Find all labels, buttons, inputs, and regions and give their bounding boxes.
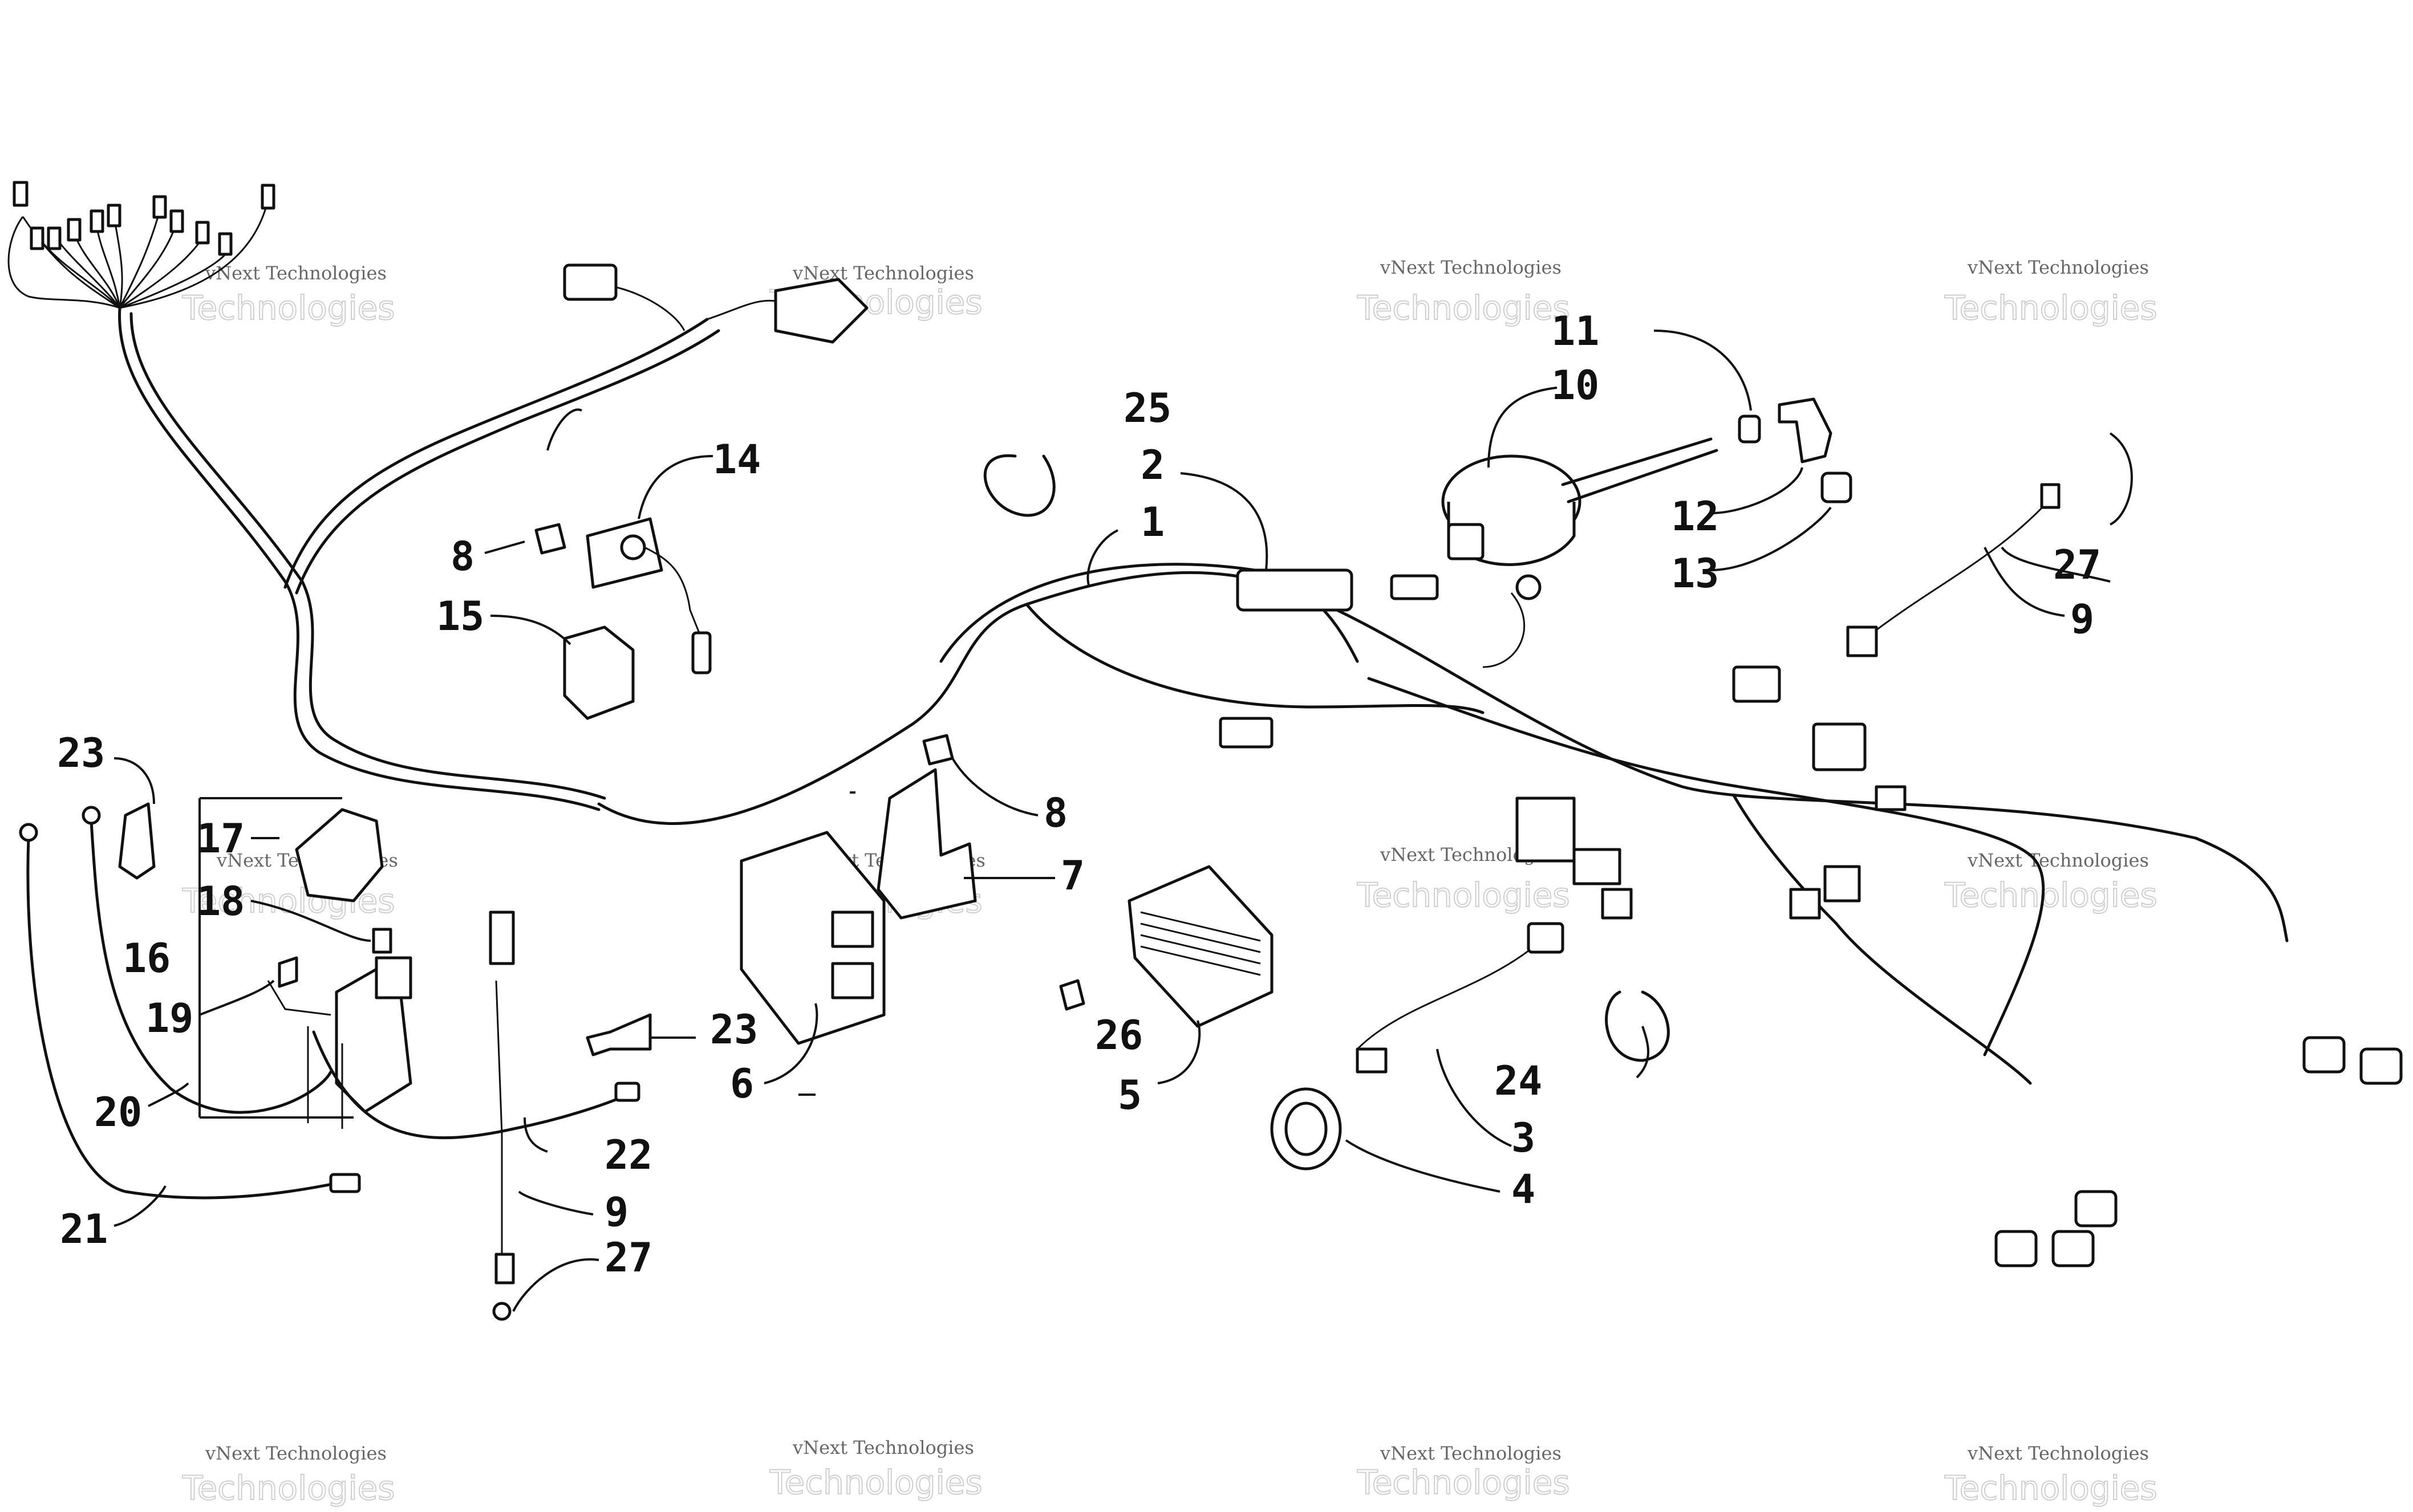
terminal-boot: [118, 802, 156, 880]
boot-seal: [1738, 414, 1761, 444]
starter-cable: [312, 1030, 629, 1139]
callout-5: 5: [1118, 1072, 1142, 1119]
callout-19: 19: [145, 995, 193, 1042]
sensor-lead: [495, 980, 503, 1254]
callout-11: 11: [1551, 308, 1599, 355]
svg-text:Technologies: Technologies: [182, 288, 395, 327]
callout-22: 22: [605, 1132, 652, 1178]
hose-clamp: [983, 454, 1056, 517]
callout-27-lower: 27: [605, 1234, 652, 1281]
callout-4: 4: [1511, 1166, 1535, 1213]
callout-27-right: 27: [2053, 542, 2101, 588]
connector-socket: [563, 625, 635, 720]
callout-6: 6: [730, 1060, 754, 1107]
svg-text:vNext Technologies: vNext Technologies: [205, 262, 387, 284]
harness-connector: [1236, 568, 1353, 612]
temperature-sensor: [586, 517, 712, 674]
callout-16: 16: [123, 935, 171, 982]
callout-23-mid: 23: [710, 1006, 758, 1053]
svg-text:vNext Technologies: vNext Technologies: [792, 262, 974, 284]
callout-7: 7: [1061, 852, 1085, 899]
svg-text:vNext Technologies: vNext Technologies: [1967, 1442, 2149, 1464]
svg-text:Technologies: Technologies: [1357, 288, 1570, 327]
watermark: vNext Technologies Technologies: [769, 1437, 983, 1502]
bolt: [534, 523, 566, 555]
callout-2: 2: [1141, 442, 1165, 489]
svg-text:vNext Technologies: vNext Technologies: [1967, 850, 2149, 871]
spark-plug-cap: [1778, 397, 1832, 464]
callout-1: 1: [1141, 499, 1165, 546]
terminal-fan: [7, 181, 275, 309]
watermark: vNext Technologies Technologies: [1944, 257, 2158, 328]
fuse: [372, 928, 392, 954]
svg-text:vNext Technologies: vNext Technologies: [1380, 1442, 1562, 1464]
callout-3: 3: [1511, 1115, 1535, 1161]
callout-9-lower: 9: [605, 1189, 628, 1235]
sensor-lead: [1864, 495, 2054, 640]
svg-text:Technologies: Technologies: [1357, 1463, 1570, 1502]
callout-18: 17: [197, 815, 245, 862]
callout-9-right: 9: [2070, 596, 2094, 643]
callout-8-right: 8: [1044, 790, 1068, 836]
switch-harness: [1356, 945, 1535, 1050]
callout-24: 24: [1494, 1058, 1542, 1104]
callout-15: 15: [436, 593, 484, 640]
svg-text:Technologies: Technologies: [1357, 876, 1570, 914]
svg-text:Technologies: Technologies: [1944, 1469, 2157, 1507]
leader-lines: [113, 330, 2133, 1312]
callout-10: 10: [1551, 362, 1599, 409]
svg-text:vNext Technologies: vNext Technologies: [1380, 257, 1562, 278]
small-connector: [1390, 574, 1439, 600]
battery-cable: [90, 819, 332, 1114]
voltage-regulator: [1128, 865, 1274, 1028]
callout-25: 25: [1124, 385, 1171, 432]
bolt: [922, 734, 954, 766]
callout-13: 13: [1671, 550, 1719, 597]
callout-17: 18: [197, 878, 245, 925]
terminal-block: [1219, 717, 1274, 749]
svg-text:vNext Technologies: vNext Technologies: [792, 1437, 974, 1458]
screw: [1059, 979, 1085, 1011]
cdi-module: [740, 831, 886, 1045]
callout-14: 14: [713, 436, 761, 483]
watermark: vNext Technologies Technologies: [1944, 850, 2158, 915]
callout-12: 12: [1671, 493, 1719, 540]
svg-text:vNext Technologies: vNext Technologies: [205, 1442, 387, 1464]
terminal-boot: [586, 1013, 652, 1056]
watermark: vNext Technologies Technologies: [181, 1442, 396, 1508]
svg-text:Technologies: Technologies: [1944, 288, 2157, 327]
mounting-bracket: [877, 768, 977, 920]
ground-cable: [26, 836, 355, 1200]
svg-text:Technologies: Technologies: [769, 1463, 983, 1502]
cap-seal: [1820, 472, 1852, 503]
svg-text:Technologies: Technologies: [1944, 876, 2157, 914]
starter-solenoid-assembly: [198, 797, 412, 1129]
callout-20: 20: [94, 1089, 142, 1136]
callout-23-left: 23: [57, 730, 105, 777]
screw: [278, 956, 298, 988]
callout-26: 26: [1095, 1012, 1143, 1059]
callout-8-left: 8: [451, 533, 475, 580]
watermark: vNext Technologies Technologies: [1944, 1442, 2158, 1508]
svg-text:Technologies: Technologies: [182, 1469, 395, 1507]
watermark: vNext Technologies Technologies: [1356, 1442, 1571, 1502]
ignition-coil: [1441, 397, 1852, 668]
watermark: vNext Technologies Technologies: [181, 262, 396, 328]
watermark: vNext Technologies Technologies: [1356, 257, 1571, 328]
svg-text:vNext Technologies: vNext Technologies: [1967, 257, 2149, 278]
callout-labels: 1 2 3 4 5 6 7 8 8 9 9 10 11 12 13 14 15 …: [57, 308, 2101, 1281]
callout-21: 21: [60, 1206, 108, 1253]
hose-clamp: [1605, 990, 1670, 1062]
